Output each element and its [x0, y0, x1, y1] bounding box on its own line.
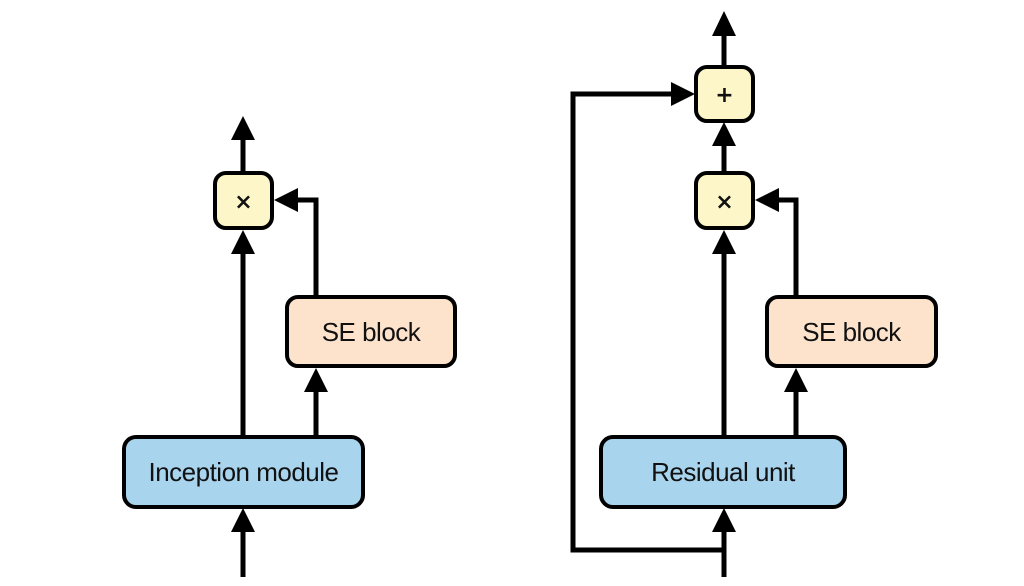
se-input-arrow-right [784, 368, 808, 436]
output-arrow-left [231, 116, 255, 172]
se-block-label: SE block [802, 317, 902, 347]
multiply-icon: × [234, 190, 252, 215]
se-block-right: SE block [765, 295, 938, 368]
multiply-operator-left: × [213, 171, 274, 230]
se-block-label: SE block [322, 317, 422, 347]
se-input-arrow-left [304, 368, 328, 436]
se-resnet-diagram: + × SE block Residual unit [570, 11, 938, 577]
inception-module-label: Inception module [148, 457, 338, 487]
input-arrow-right [712, 508, 736, 577]
se-output-arrow-left [274, 188, 319, 297]
main-path-arrow-left [231, 230, 255, 436]
multiply-operator-right: × [694, 171, 755, 230]
se-inception-diagram: × SE block Inception module [122, 116, 457, 577]
inception-module-block: Inception module [122, 435, 365, 509]
multiply-to-add-arrow [712, 122, 736, 172]
plus-icon: + [715, 83, 733, 108]
se-block-left: SE block [285, 295, 457, 368]
residual-unit-label: Residual unit [651, 457, 796, 487]
residual-unit-block: Residual unit [599, 435, 847, 509]
multiply-icon: × [715, 190, 733, 215]
main-path-arrow-right [712, 230, 736, 436]
add-operator: + [694, 65, 755, 123]
se-output-arrow-right [755, 188, 799, 297]
input-arrow-left [231, 508, 255, 577]
skip-connection-arrow [570, 82, 724, 553]
output-arrow-right [712, 11, 736, 66]
